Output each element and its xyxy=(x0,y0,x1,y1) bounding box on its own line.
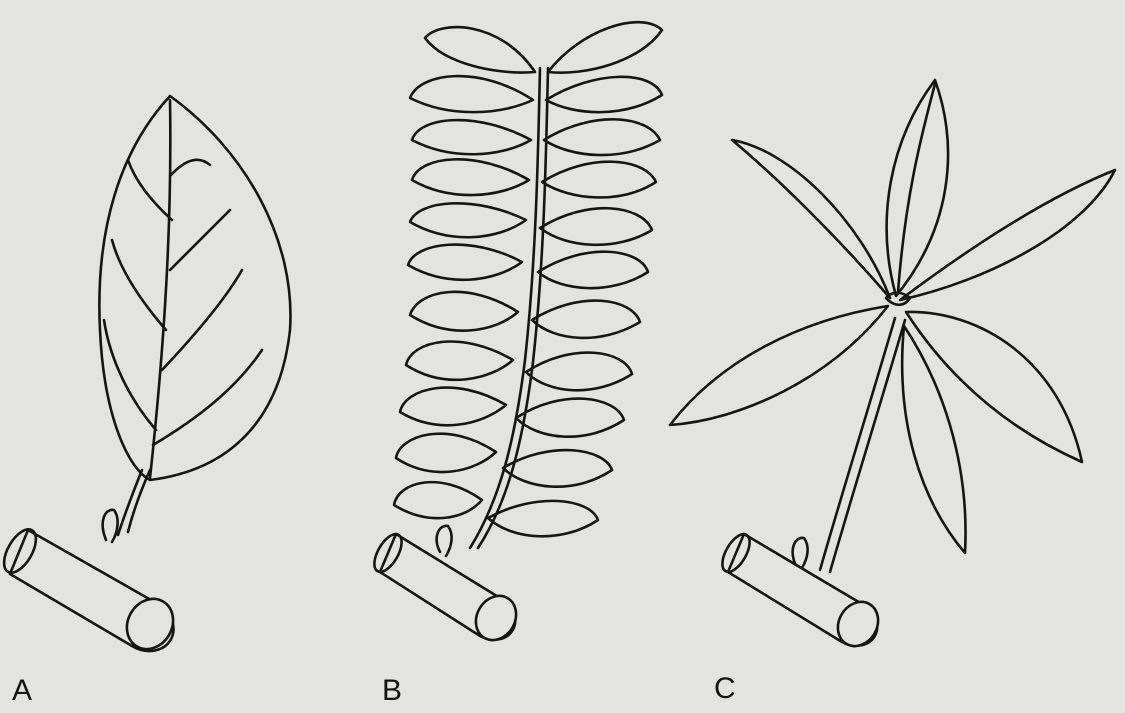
leaflet-c1-midrib xyxy=(898,84,935,292)
leaflet-b-r11 xyxy=(488,501,598,536)
vein-a1 xyxy=(171,160,210,175)
leaflet-b-l11 xyxy=(394,482,482,518)
leaflet-b-r2 xyxy=(546,77,662,112)
leaflet-b-r10 xyxy=(503,450,612,487)
leaflet-c1 xyxy=(887,80,948,296)
leaflet-b-r3 xyxy=(544,119,660,155)
axillary-bud-a xyxy=(103,510,118,542)
leaflet-b-l7 xyxy=(410,292,518,331)
leaflet-b-r9 xyxy=(516,399,624,437)
leaflet-b-r1 xyxy=(548,22,662,72)
leaflet-c4 xyxy=(670,306,888,425)
leaflet-b-l9 xyxy=(400,388,506,426)
panel-label-c: C xyxy=(714,674,736,704)
vein-a7 xyxy=(153,350,262,445)
leaflet-c6 xyxy=(902,326,965,553)
simple-leaf-drawing xyxy=(0,96,290,658)
petiole-c xyxy=(820,318,895,570)
panel-label-a: A xyxy=(12,676,32,706)
leaflet-b-l1 xyxy=(425,27,535,72)
leaflet-b-r4 xyxy=(542,162,656,198)
leaflet-b-l2 xyxy=(410,76,533,112)
vein-a2 xyxy=(128,160,172,220)
leaflet-b-r5 xyxy=(540,208,652,245)
leaflet-b-l4 xyxy=(412,159,529,195)
petiole-c-edge xyxy=(830,320,905,572)
axillary-bud-b xyxy=(437,526,452,556)
leaf-blade-a xyxy=(99,96,290,480)
leaflet-b-l8 xyxy=(406,341,513,379)
leaflet-b-r8 xyxy=(526,353,632,391)
midrib-a xyxy=(150,100,170,478)
panel-label-b: B xyxy=(382,676,402,706)
leaflet-b-l6 xyxy=(408,245,522,280)
vein-a4 xyxy=(112,240,166,330)
vein-a3 xyxy=(170,210,230,270)
leaflet-b-l10 xyxy=(396,434,496,472)
palmate-leaf-drawing xyxy=(670,80,1115,653)
leaflet-b-r6 xyxy=(538,252,648,288)
leaflet-c5 xyxy=(906,312,1082,462)
leaflet-c2 xyxy=(732,140,890,298)
leaflet-b-l3 xyxy=(412,120,531,154)
vein-a5 xyxy=(162,270,242,370)
leaflet-b-r7 xyxy=(532,301,640,338)
pinnate-leaf-drawing xyxy=(369,22,662,647)
leaflet-b-l5 xyxy=(410,203,526,237)
